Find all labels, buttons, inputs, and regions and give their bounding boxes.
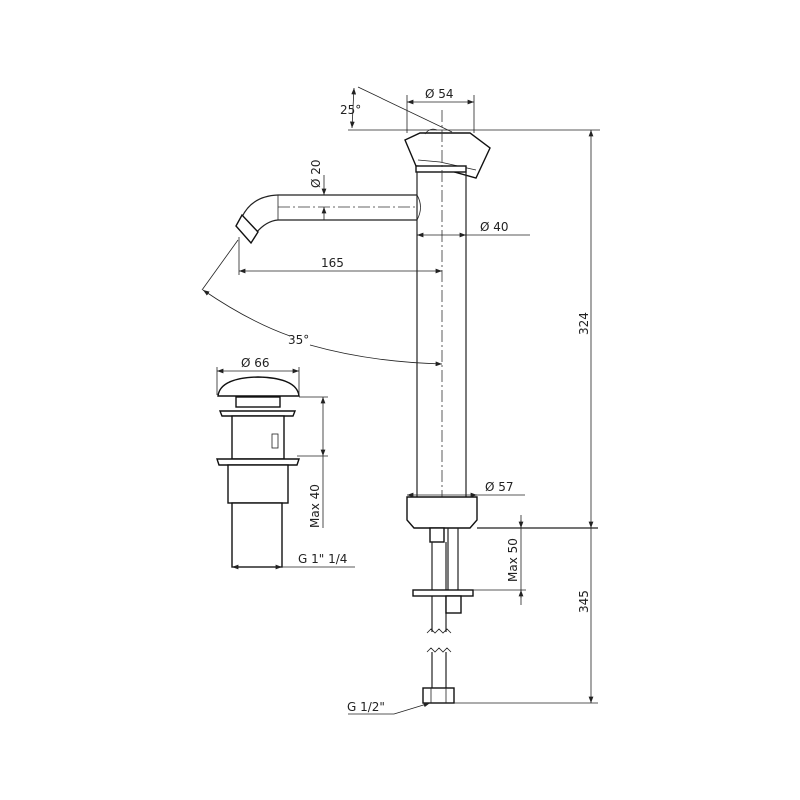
faucet-body (406, 110, 478, 529)
spout-angle-label: 35° (288, 333, 309, 347)
total-height-label: 324 (577, 312, 591, 335)
hose-length-label: 345 (577, 590, 591, 613)
handle (404, 128, 491, 179)
hose-thread-label: G 1/2" (347, 700, 385, 714)
base-diameter-label: Ø 57 (485, 480, 514, 494)
dimensions (201, 86, 600, 715)
spout-diameter-label: Ø 20 (309, 159, 323, 188)
max-deck-thickness-label: Max 50 (506, 538, 520, 582)
fixing-kit (412, 527, 474, 704)
waste-drain (216, 376, 300, 568)
handle-diameter-label: Ø 54 (425, 87, 454, 101)
waste-thread-label: G 1" 1/4 (298, 552, 347, 566)
spout-reach-label: 165 (321, 256, 344, 270)
body-diameter-label: Ø 40 (480, 220, 509, 234)
handle-angle-label: 25° (340, 103, 361, 117)
waste-cap-diameter-label: Ø 66 (241, 356, 270, 370)
waste-max-thickness-label: Max 40 (308, 484, 322, 528)
spout (235, 194, 421, 245)
